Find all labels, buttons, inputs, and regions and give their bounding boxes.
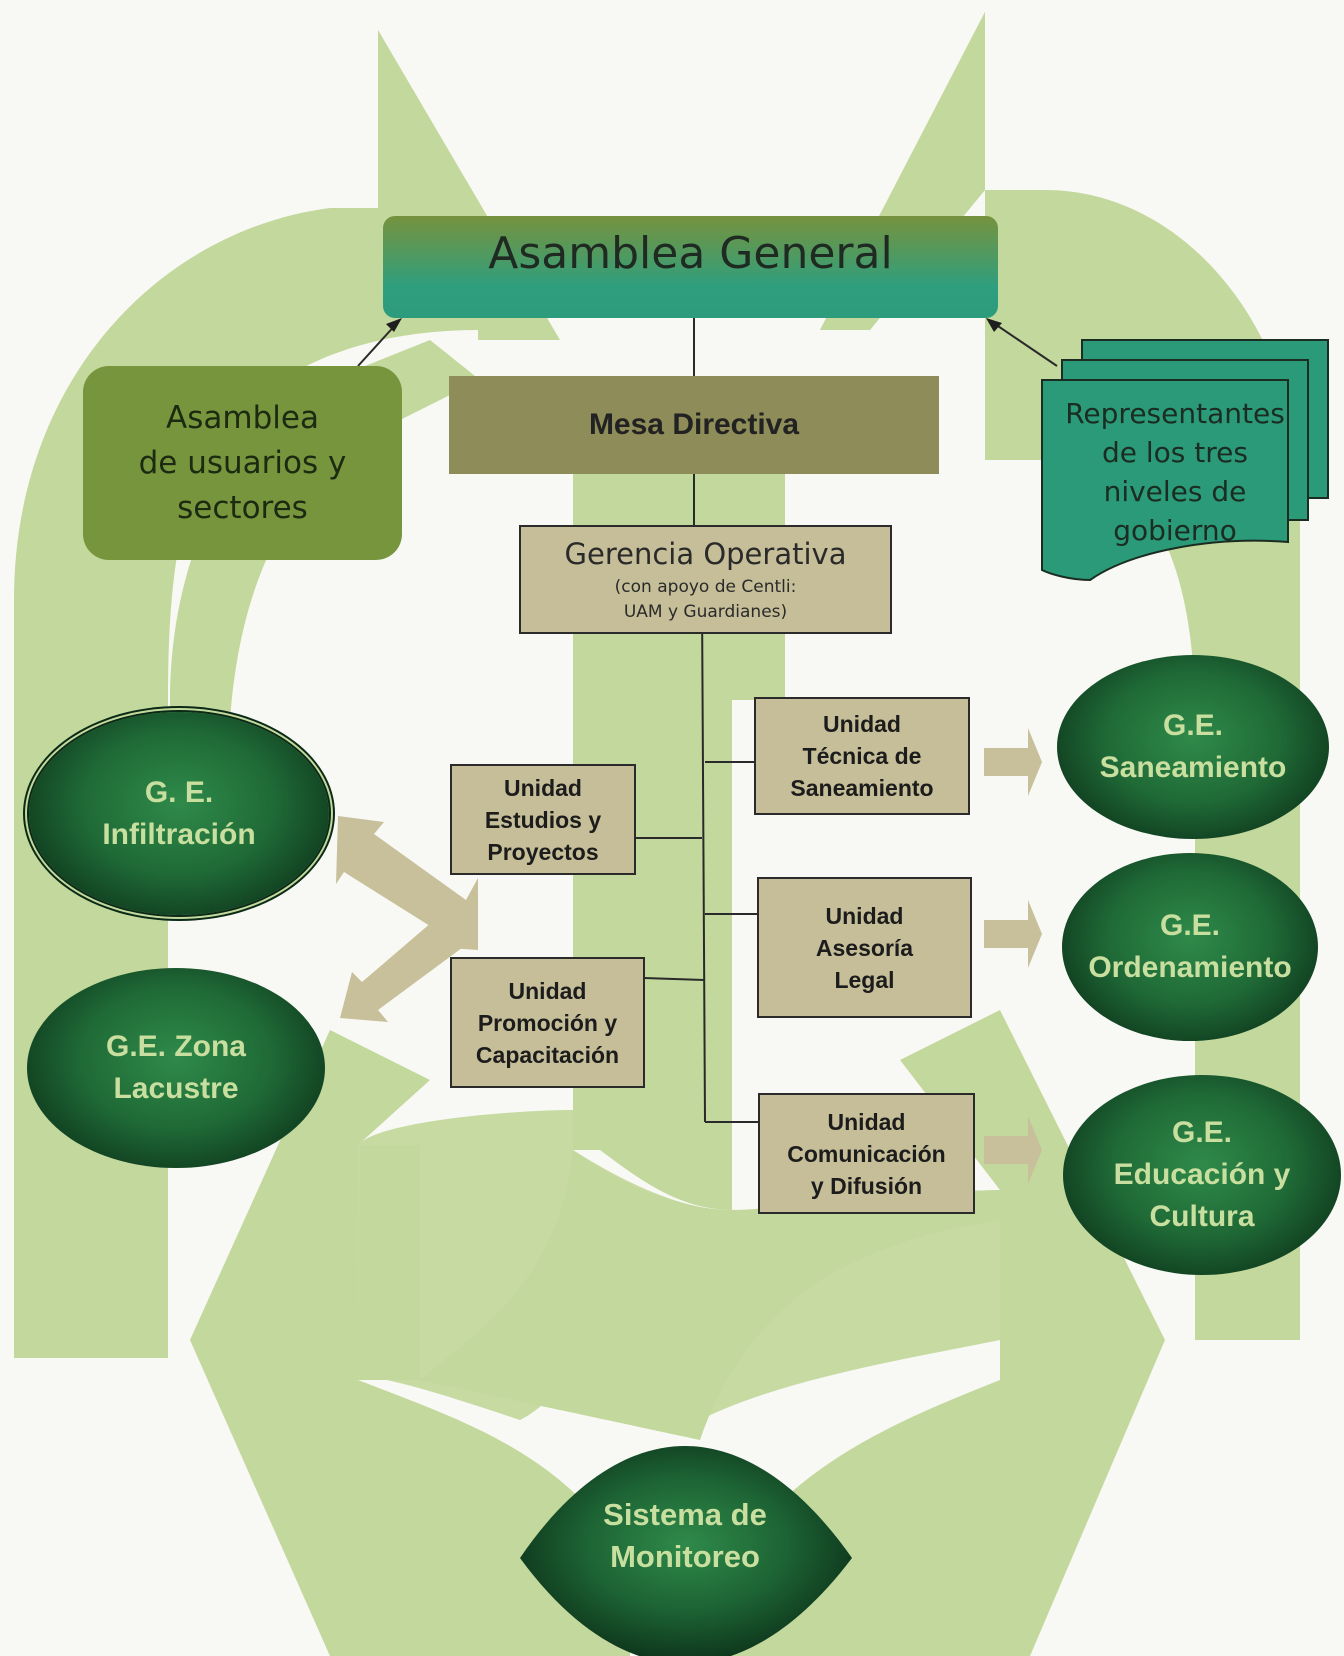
ge-infiltracion-label: G. E. Infiltración [102,775,256,851]
ge-educacion-label: G.E. Educación y Cultura [1113,1116,1291,1233]
unidad-tecnica-label: Unidad Técnica de Saneamiento [790,711,934,801]
unidad-asesoria-label: Unidad Asesoría Legal [815,902,914,993]
unidad-estudios-label: Unidad Estudios y Proyectos [484,774,602,865]
mesa-directiva-label: Mesa Directiva [588,408,800,441]
ge-lacustre-ellipse: G.E. Zona Lacustre [27,968,325,1168]
gerencia-operativa-title: Gerencia Operativa [564,537,847,571]
asamblea-usuarios-label: Asamblea de usuarios y sectores [138,399,347,526]
sistema-monitoreo-label: Sistema de Monitoreo [603,1497,767,1574]
asamblea-general-box: Asamblea General [383,216,998,318]
ge-ordenamiento-ellipse: G.E. Ordenamiento [1062,853,1318,1041]
mesa-directiva-box: Mesa Directiva [449,376,939,474]
unidad-asesoria-box: Unidad Asesoría Legal [757,877,972,1018]
asamblea-general-label: Asamblea General [488,228,893,279]
ge-ordenamiento-label: G.E. Ordenamiento [1088,909,1292,984]
unidad-comunicacion-label: Unidad Comunicación y Difusión [787,1108,946,1199]
arrowheads-small [386,318,1002,332]
gerencia-operativa-box: Gerencia Operativa (con apoyo de Centli:… [519,525,892,634]
gerencia-operativa-note: (con apoyo de Centli: UAM y Guardianes) [614,577,797,622]
arrows-to-groups [984,728,1042,1184]
representantes-label: Representantes de los tres niveles de go… [1065,397,1285,547]
representantes-document-stack [1041,339,1329,582]
unidad-tecnica-box: Unidad Técnica de Saneamiento [754,697,970,815]
unidad-comunicacion-box: Unidad Comunicación y Difusión [758,1093,975,1214]
sistema-monitoreo-lens [520,1446,852,1656]
ge-lacustre-label: G.E. Zona Lacustre [105,1030,246,1105]
double-arrow-left [336,816,478,1022]
ge-infiltracion-ellipse: G. E. Infiltración [29,712,329,915]
unidad-estudios-box: Unidad Estudios y Proyectos [450,764,636,875]
unidad-promocion-label: Unidad Promoción y Capacitación [475,977,620,1068]
unidad-promocion-box: Unidad Promoción y Capacitación [450,957,645,1088]
ge-saneamiento-label: G.E. Saneamiento [1099,709,1287,784]
asamblea-usuarios-box: Asamblea de usuarios y sectores [83,366,402,560]
ge-educacion-ellipse: G.E. Educación y Cultura [1063,1075,1341,1275]
ge-saneamiento-ellipse: G.E. Saneamiento [1057,655,1329,839]
